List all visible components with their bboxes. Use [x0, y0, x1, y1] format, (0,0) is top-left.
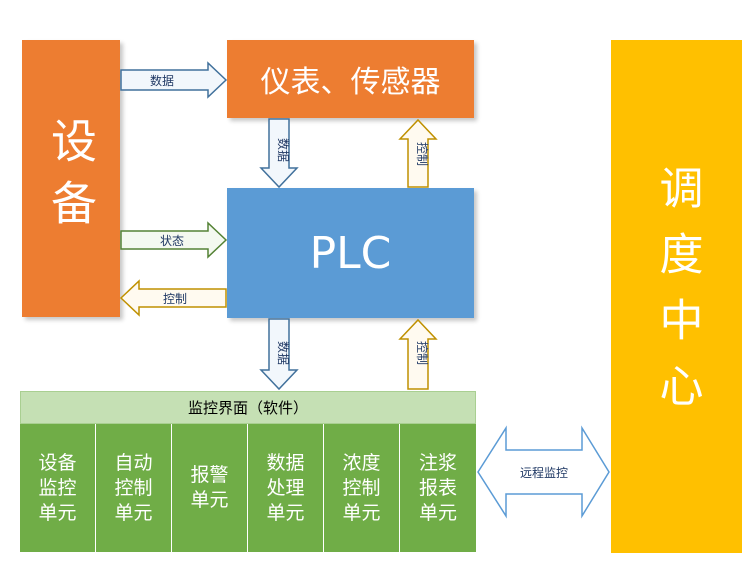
unit-label: 数据处理单元: [266, 451, 305, 524]
equipment-node: 设备: [22, 40, 120, 317]
sensor-node: 仪表、传感器: [227, 40, 474, 118]
arrow-plc-to-panel: [259, 318, 299, 391]
sensor-label: 仪表、传感器: [260, 65, 441, 100]
arrow-plc-to-sensor: [398, 118, 438, 188]
arrow-label: 数据: [276, 138, 291, 162]
plc-node: PLC: [227, 188, 474, 318]
arrow-panel-to-plc: [398, 318, 438, 390]
arrow-label: 数据: [276, 341, 291, 365]
equipment-label: 设备: [44, 116, 98, 241]
monitor-panel-title: 监控界面（软件）: [20, 391, 476, 424]
arrow-sensor-to-plc: [259, 118, 299, 189]
arrow-label: 控制: [415, 142, 429, 166]
unit-auto-control: 自动控制单元: [96, 424, 172, 552]
unit-data-processing: 数据处理单元: [248, 424, 324, 552]
unit-label: 设备监控单元: [38, 451, 77, 524]
unit-alarm: 报警单元: [172, 424, 248, 552]
plc-label: PLC: [309, 227, 392, 279]
arrow-label: 控制: [415, 341, 429, 365]
arrow-equip-to-sensor: [120, 61, 228, 99]
unit-label: 浓度控制单元: [342, 451, 381, 524]
unit-label: 注浆报表单元: [418, 451, 457, 524]
dispatch-center-node: 调度中心: [611, 40, 742, 553]
unit-grouting-report: 注浆报表单元: [400, 424, 476, 552]
monitor-panel-title-text: 监控界面（软件）: [187, 399, 308, 417]
arrow-label: 控制: [163, 292, 187, 306]
arrow-plc-to-equip: [119, 279, 227, 317]
arrow-label: 状态: [160, 234, 184, 248]
arrow-label: 远程监控: [520, 465, 568, 480]
arrow-label: 数据: [150, 73, 174, 88]
unit-concentration-control: 浓度控制单元: [324, 424, 400, 552]
arrow-remote-monitoring: [477, 425, 610, 519]
unit-label: 自动控制单元: [114, 451, 153, 524]
arrow-equip-to-plc: [120, 221, 228, 259]
dispatch-center-label: 调度中心: [651, 164, 703, 429]
unit-label: 报警单元: [190, 464, 229, 511]
unit-equipment-monitor: 设备监控单元: [20, 424, 96, 552]
